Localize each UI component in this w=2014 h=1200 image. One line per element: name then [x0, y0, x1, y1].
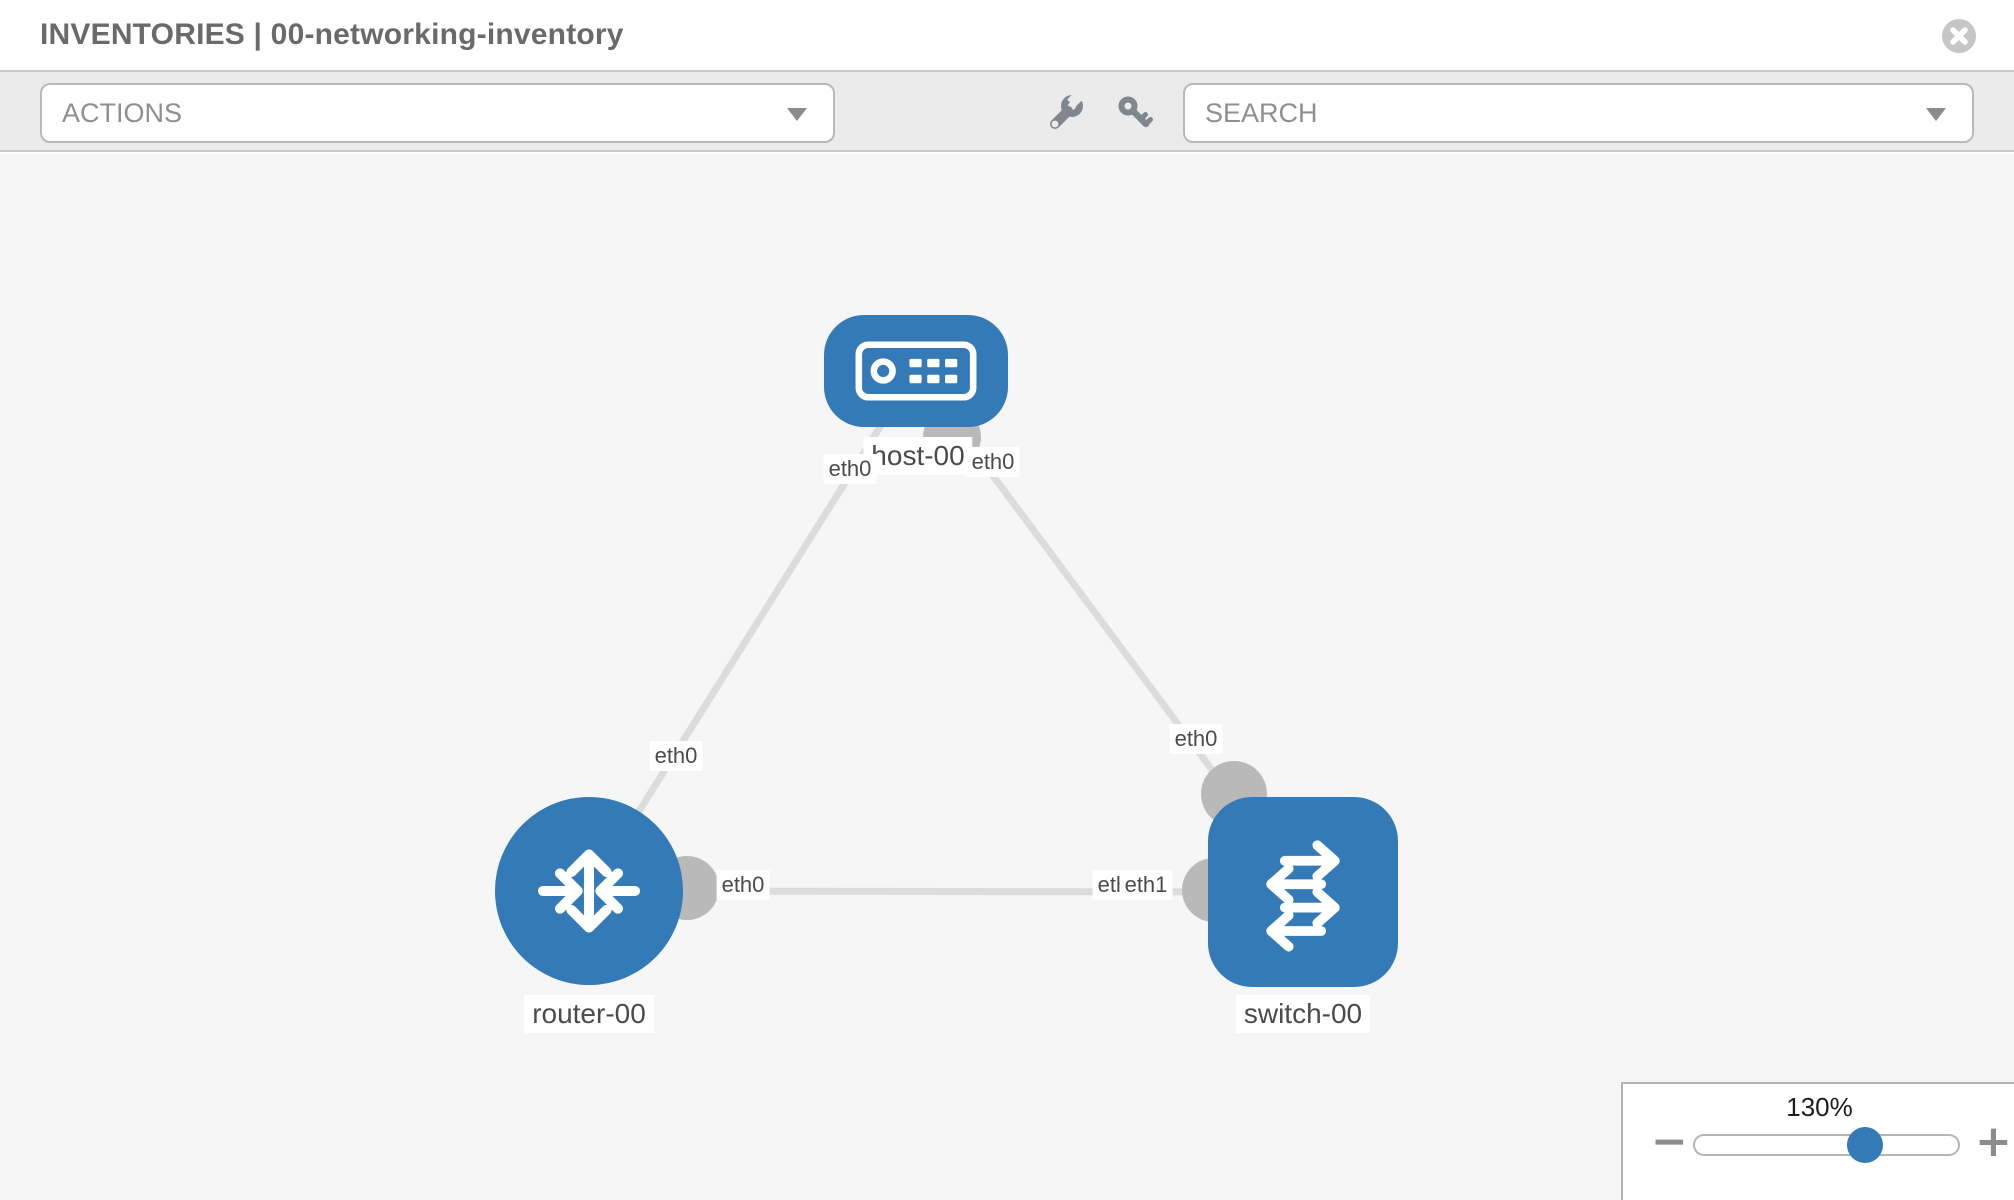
zoom-out-button[interactable]: −	[1651, 1116, 1688, 1167]
actions-dropdown-label: ACTIONS	[62, 98, 183, 128]
chevron-down-icon	[1926, 108, 1946, 121]
interface-label-switch-to-router: eth1	[1119, 870, 1173, 900]
interface-label-host-to-switch: eth0	[966, 447, 1020, 477]
zoom-slider-track[interactable]	[1693, 1134, 1960, 1156]
zoom-level-value: 130%	[1786, 1092, 1853, 1122]
actions-dropdown[interactable]: ACTIONS	[40, 83, 835, 143]
key-icon[interactable]	[1116, 94, 1156, 134]
interface-label-switch-to-host: eth0	[1169, 724, 1223, 754]
node-router-00[interactable]	[495, 797, 683, 985]
topology-canvas	[0, 154, 2014, 1200]
close-icon	[1950, 27, 1968, 45]
wrench-icon[interactable]	[1045, 94, 1085, 134]
router-icon	[537, 849, 641, 933]
interface-label-router-to-host: eth0	[649, 741, 703, 771]
interface-label-host-to-router: eth0	[823, 454, 877, 484]
toolbar: ACTIONS SEARCH	[0, 72, 2014, 152]
page-header: INVENTORIES | 00-networking-inventory	[0, 0, 2014, 72]
zoom-control-panel: 130% − +	[1621, 1082, 2014, 1200]
search-dropdown-label: SEARCH	[1205, 98, 1318, 128]
interface-label-router-to-switch: eth0	[716, 870, 770, 900]
close-button[interactable]	[1942, 19, 1976, 53]
node-label-host: host-00	[863, 437, 973, 475]
node-switch-00[interactable]	[1208, 797, 1398, 987]
zoom-in-button[interactable]: +	[1975, 1116, 2012, 1167]
node-host-00[interactable]	[824, 315, 1008, 427]
page-title: INVENTORIES | 00-networking-inventory	[40, 18, 624, 51]
node-label-switch: switch-00	[1235, 995, 1371, 1033]
switch-icon	[1266, 840, 1340, 952]
search-dropdown[interactable]: SEARCH	[1183, 83, 1974, 143]
zoom-slider-knob[interactable]	[1847, 1127, 1883, 1163]
node-label-router: router-00	[524, 995, 654, 1033]
host-icon	[855, 341, 977, 401]
chevron-down-icon	[787, 108, 807, 121]
